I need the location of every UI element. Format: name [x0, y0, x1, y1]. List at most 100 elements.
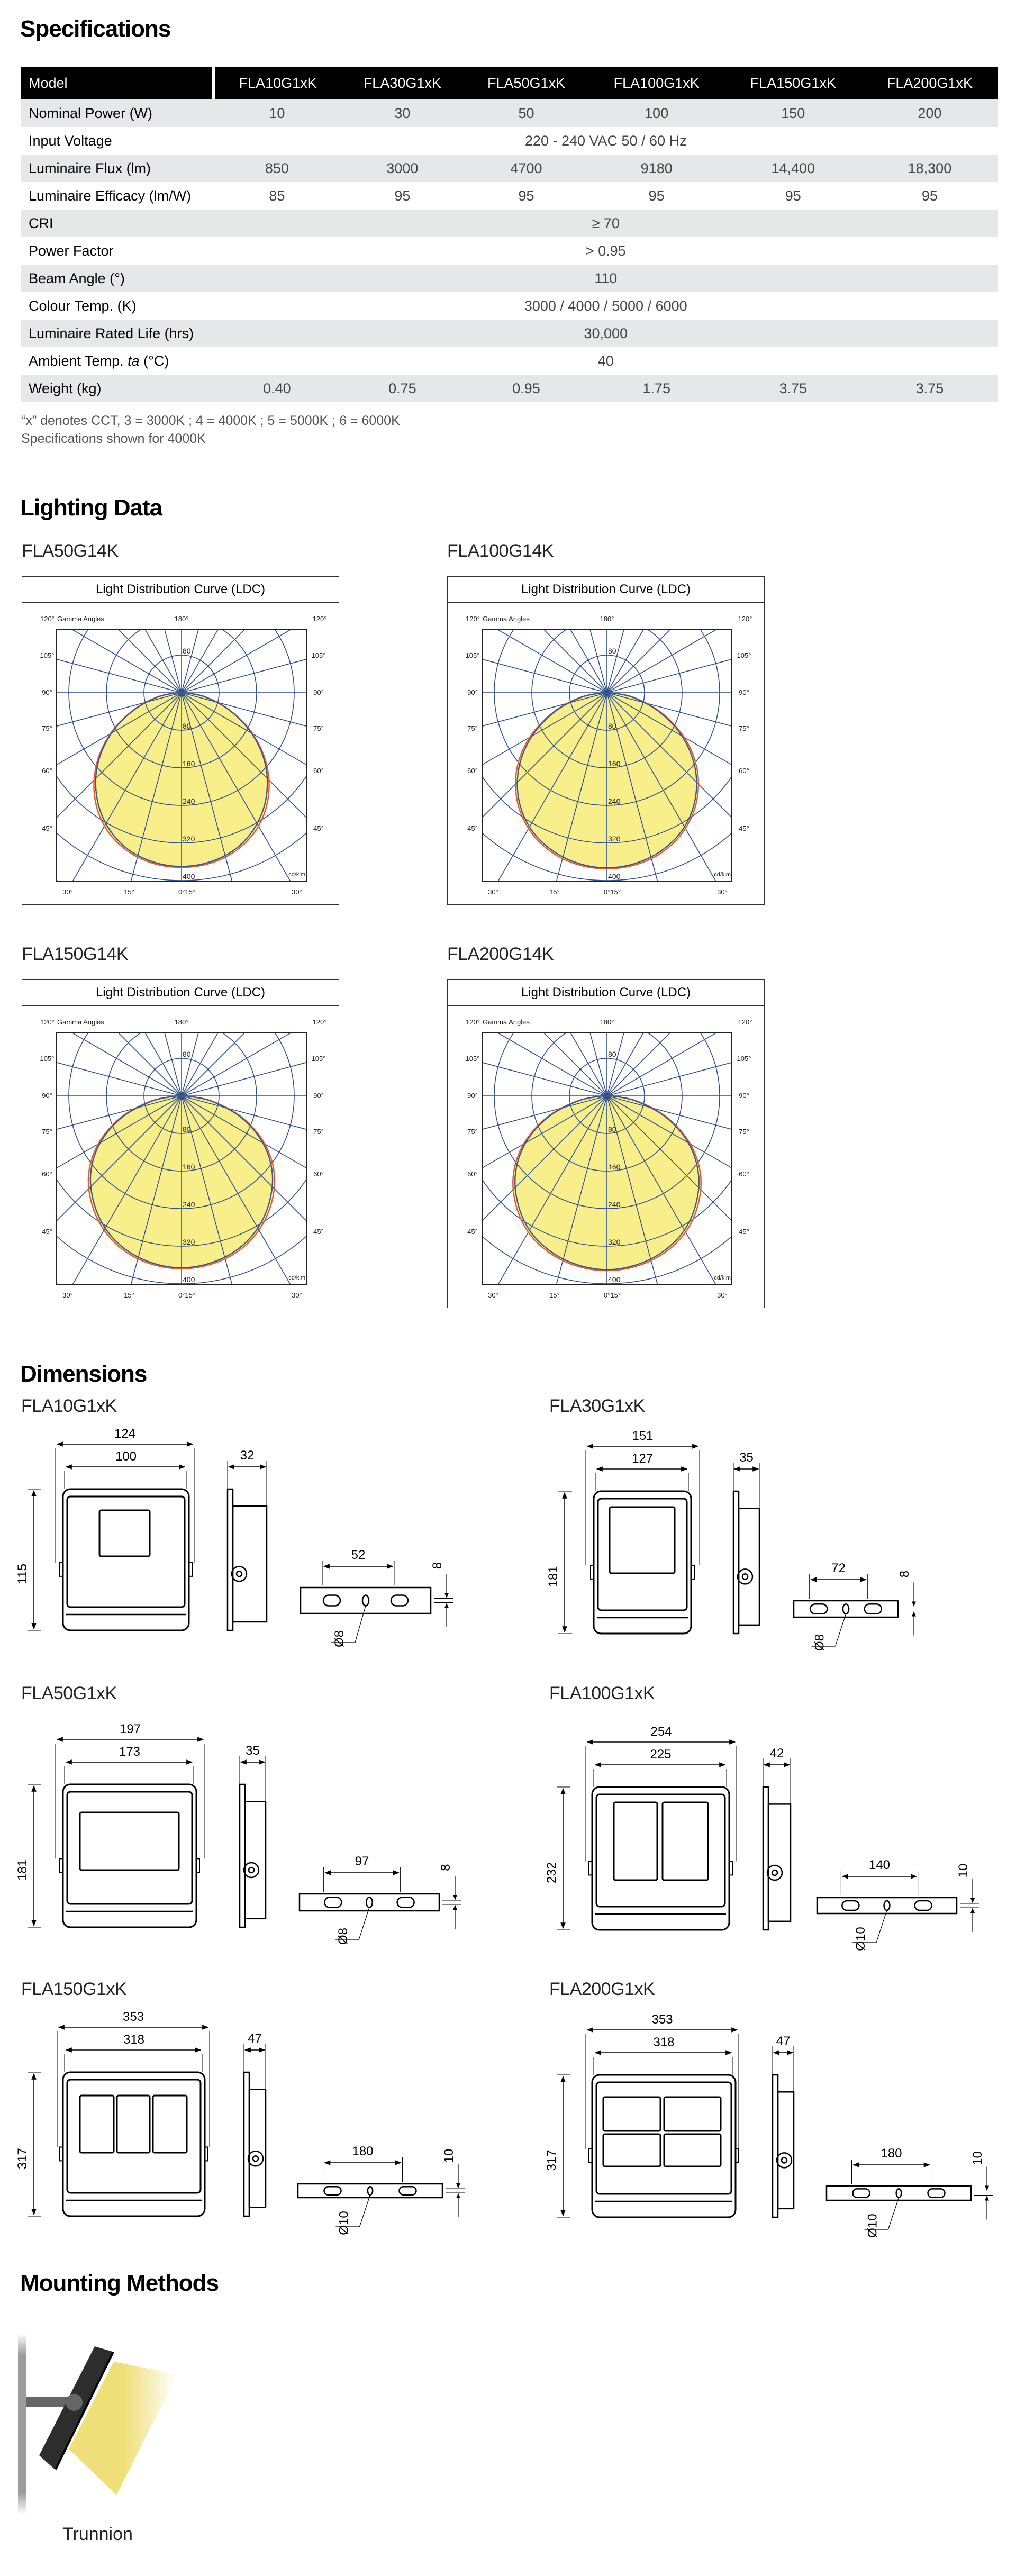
- ldc-grid-radial: [130, 1095, 182, 1284]
- ldc-bottom-label: 30°: [62, 888, 73, 896]
- bracket-view: [298, 1893, 440, 1912]
- luminaire-lens-edge: [55, 2352, 114, 2470]
- side-lug: [188, 1562, 193, 1577]
- row-label: Ambient Temp. ta (°C): [21, 347, 214, 375]
- ldc-radial-label: 80: [183, 1125, 191, 1133]
- hole-diameter-label: Ø8: [336, 1928, 350, 1945]
- side-body: [232, 1505, 268, 1623]
- ldc-grid-radial: [181, 1033, 246, 1096]
- bracket-view: [300, 1586, 432, 1614]
- ldc-grid-radial: [606, 692, 732, 727]
- ldc-bottom-label: 0°15°: [604, 1291, 621, 1299]
- table-row: Beam Angle (°)110: [21, 265, 998, 292]
- ldc-side-label: 60°: [42, 767, 52, 775]
- hole-diameter-label: Ø10: [337, 2211, 351, 2235]
- ldc-grid-radial: [482, 1062, 607, 1096]
- ldc-side-label: 45°: [42, 824, 52, 832]
- header-model: Model: [21, 67, 215, 99]
- hole-diameter-label: Ø8: [813, 1634, 827, 1651]
- overall-width-label: 353: [651, 2012, 673, 2027]
- row-label: CRI: [21, 210, 214, 237]
- side-lug: [204, 2146, 208, 2162]
- ldc-grid-radial: [181, 1095, 306, 1169]
- pivot: [243, 1862, 260, 1879]
- row-label: Luminaire Flux (lm): [21, 155, 214, 182]
- ldc-grid: [57, 630, 306, 881]
- ldc-curve-series-1: [89, 1095, 274, 1269]
- dimensions-heading: Dimensions: [20, 1361, 147, 1387]
- hole-leader: [355, 1606, 366, 1643]
- row-value: 95: [921, 187, 938, 204]
- ldc-side-label: 105°: [40, 651, 55, 659]
- pivot-bolt: [781, 2157, 788, 2164]
- ldc-radial-label: 160: [183, 759, 195, 768]
- side-body: [767, 1803, 792, 1922]
- ldc-bottom-label: 15°: [549, 1291, 560, 1299]
- row-value: 3.75: [861, 375, 998, 402]
- row-value: 30: [340, 99, 465, 127]
- bracket-spacing-label: 140: [869, 1858, 890, 1872]
- ldc-radial-label: 160: [608, 759, 621, 768]
- ldc-radial-label: 160: [183, 1163, 195, 1171]
- bracket-spacing-label: 180: [352, 2144, 373, 2158]
- bracket: [826, 2185, 972, 2201]
- bracket: [297, 2183, 443, 2199]
- ldc-gamma-label: Gamma Angles: [483, 1018, 530, 1026]
- front-inner-frame: [595, 2081, 732, 2195]
- table-row: CRI≥ 70: [21, 210, 998, 237]
- ldc-grid-radial: [181, 1062, 306, 1096]
- table-row: Colour Temp. (K)3000 / 4000 / 5000 / 600…: [21, 292, 998, 320]
- ldc-grid-radial: [482, 1095, 607, 1169]
- bracket: [793, 1600, 899, 1618]
- ldc-grid-radial: [72, 1095, 182, 1284]
- pivot-bolt: [771, 1869, 778, 1876]
- side-lug: [588, 2148, 593, 2163]
- ldc-grid-radial: [606, 1033, 717, 1096]
- row-value: 95: [394, 187, 411, 204]
- ldc-bottom-label: 15°: [124, 888, 134, 896]
- ldc-grid-radial: [144, 1033, 182, 1096]
- ldc-grid-radial: [181, 692, 306, 819]
- ldc-grid-radial: [482, 1095, 607, 1222]
- led-module: [661, 1801, 709, 1881]
- light-beam: [69, 2362, 178, 2495]
- ldc-curve-series-0: [514, 692, 700, 870]
- ldc-grid-radial: [57, 692, 182, 727]
- ldc-gamma-label: Gamma Angles: [483, 615, 530, 623]
- pivot: [737, 1568, 754, 1585]
- row-value: 0.40: [213, 375, 341, 402]
- row-label-suffix: (°C): [139, 352, 169, 369]
- row-value: 85: [269, 187, 285, 204]
- row-label-text: Luminaire Efficacy (lm/W): [29, 187, 192, 204]
- row-label-text: CRI: [29, 215, 53, 231]
- front-inner-frame: [595, 1793, 726, 1908]
- ldc-chart-title: Light Distribution Curve (LDC): [22, 577, 339, 603]
- ldc-side-label: 45°: [313, 1228, 324, 1236]
- ldc-radial-label: 240: [183, 1200, 195, 1209]
- depth-label: 42: [770, 1746, 784, 1761]
- ldc-side-label: 105°: [466, 651, 480, 659]
- trunnion-mount-illustration: [18, 2334, 178, 2514]
- ldc-model-title: FLA150G14K: [22, 944, 129, 964]
- ldc-radial-label: 320: [183, 835, 195, 843]
- led-module: [663, 2133, 722, 2167]
- ldc-grid-radial: [57, 1095, 182, 1169]
- row-value: 50: [464, 99, 588, 127]
- front-view: [588, 1786, 733, 1931]
- led-module: [602, 2096, 661, 2132]
- dimension-model-title: FLA10G1xK: [21, 1396, 117, 1416]
- height-label: 181: [15, 1860, 30, 1881]
- row-label-text: Luminaire Flux (lm): [29, 160, 151, 176]
- ldc-bottom-label: 30°: [488, 1291, 498, 1299]
- inner-width-label: 173: [119, 1745, 140, 1759]
- ldc-grid-radial: [606, 1095, 658, 1284]
- bracket-slot: [914, 1900, 932, 1911]
- front-frame: [591, 1786, 730, 1931]
- pivot: [776, 2152, 793, 2169]
- side-view: [226, 1488, 268, 1631]
- dimension-model-title: FLA100G1xK: [549, 1683, 655, 1703]
